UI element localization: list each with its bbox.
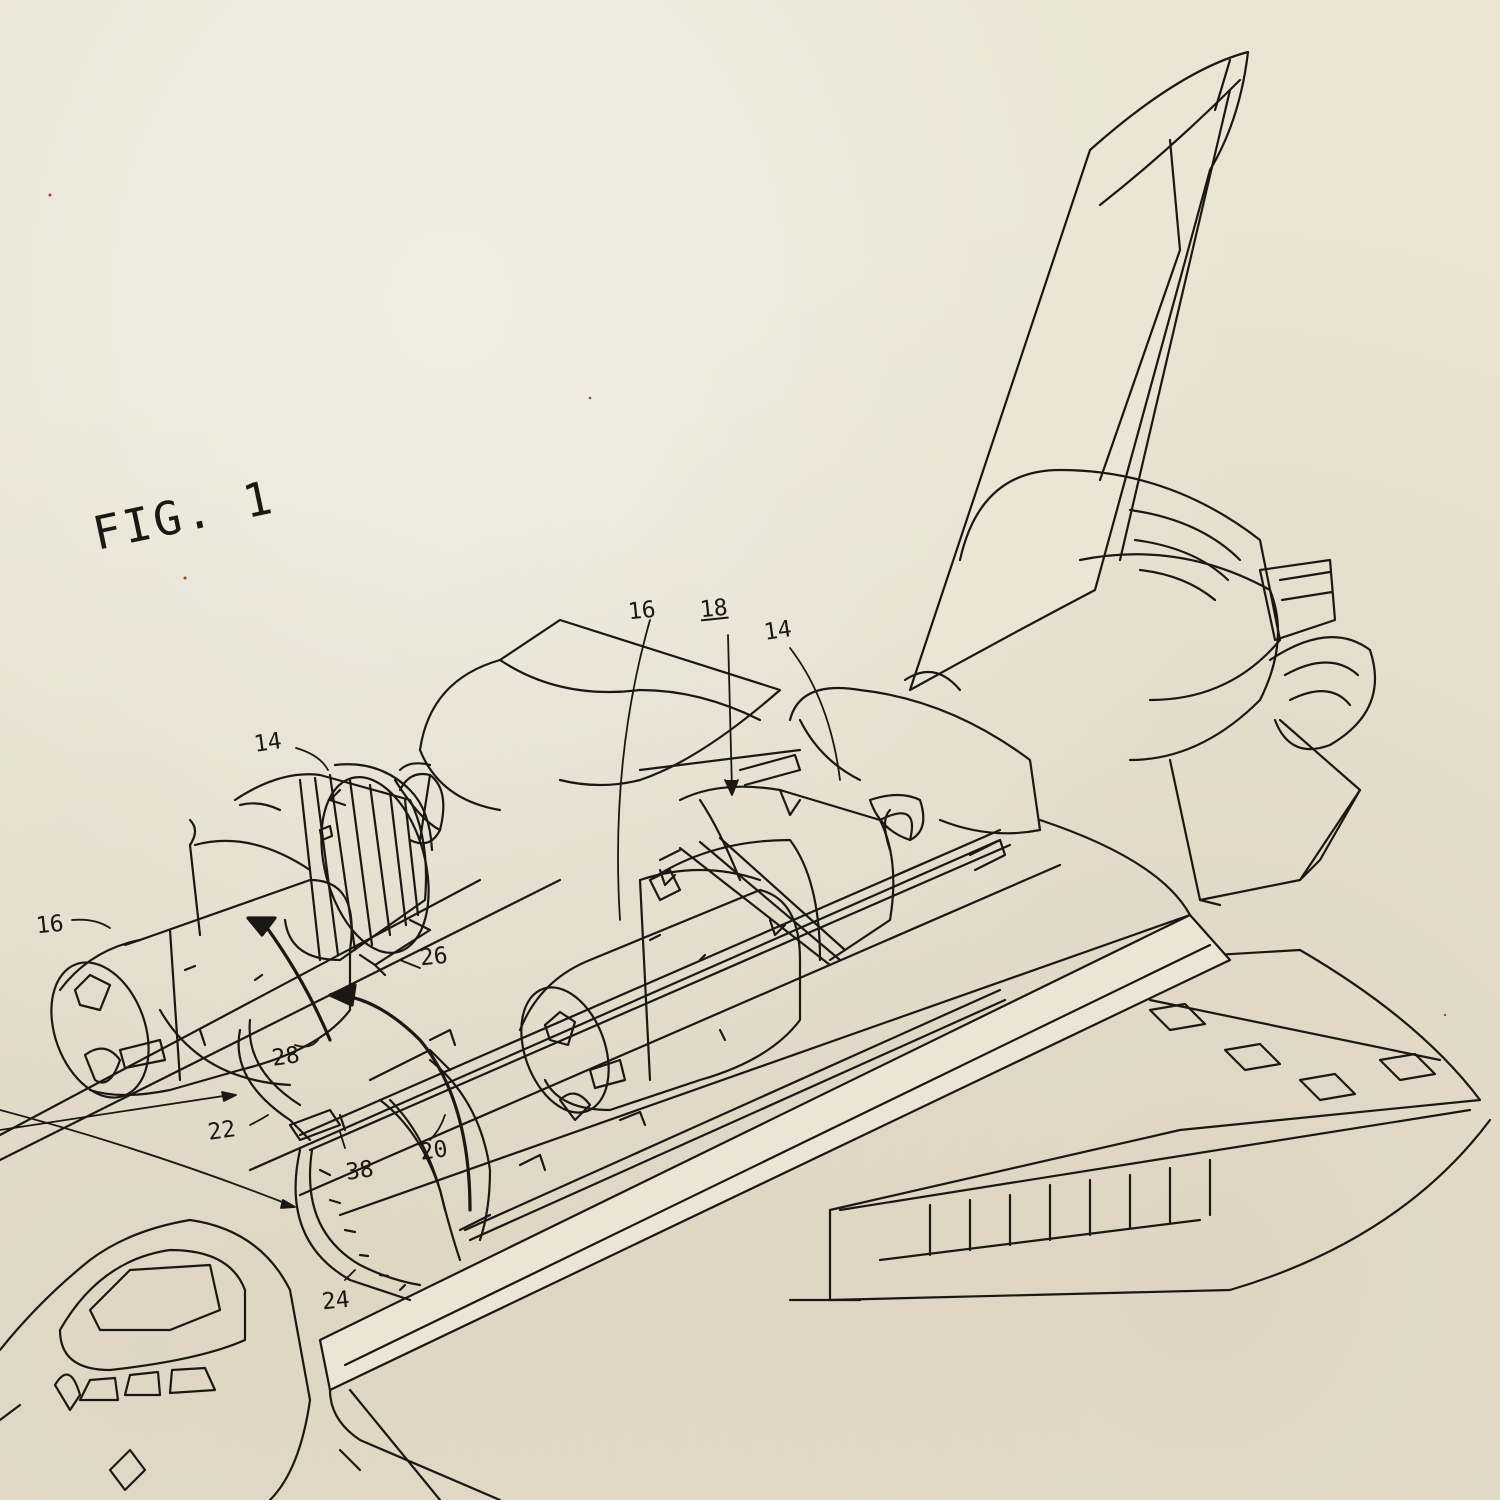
reference-numeral-16-left: 16	[34, 910, 65, 940]
reference-numeral-38: 38	[344, 1156, 376, 1186]
reference-numeral-18: 18	[698, 594, 729, 624]
aft-engine-bells	[788, 670, 1042, 842]
payload-bay-door	[318, 913, 1232, 1500]
reference-numeral-28: 28	[270, 1042, 302, 1072]
reference-numeral-14-left: 14	[252, 728, 284, 758]
aft-fuselage	[958, 468, 1377, 907]
payload-bay-upper-fairing	[393, 618, 782, 832]
leader-lines	[0, 619, 841, 1281]
wing	[788, 948, 1492, 1302]
payload-module-left-nozzle	[398, 772, 445, 845]
payload-module-left	[50, 818, 353, 1099]
reference-numeral-14-center: 14	[762, 616, 794, 646]
payload-module-left-finned	[233, 763, 434, 977]
payload-bay-rails	[298, 748, 1012, 1242]
tail-fin	[908, 50, 1250, 692]
reference-numeral-22: 22	[206, 1116, 238, 1146]
reference-numeral-24: 24	[320, 1286, 351, 1316]
paper-specks	[48, 193, 1447, 1017]
payload-bay-body	[0, 818, 1192, 1217]
reference-numeral-20: 20	[418, 1136, 450, 1166]
payload-module-center-upper	[648, 785, 914, 962]
cockpit	[0, 1218, 312, 1500]
pivot-arrows	[246, 916, 472, 1212]
cradle-rings-left	[237, 1018, 492, 1302]
reference-numeral-26: 26	[418, 942, 449, 972]
reference-numeral-16-center: 16	[626, 596, 657, 626]
payload-module-center	[518, 836, 847, 1122]
